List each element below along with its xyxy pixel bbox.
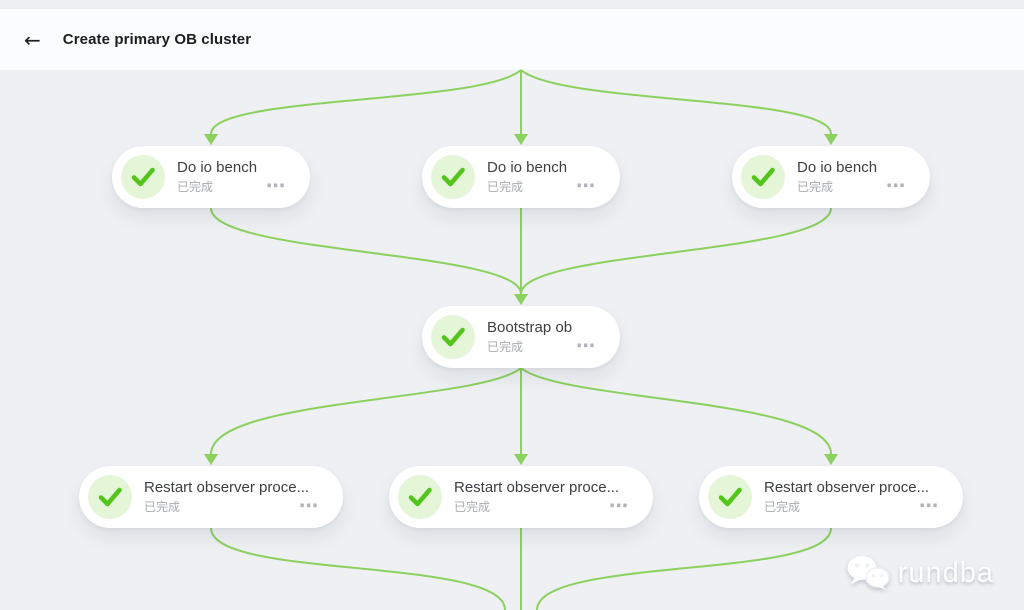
success-check-icon [431,155,475,199]
task-title: Do io bench [487,159,568,176]
more-options-icon[interactable]: ⋯ [266,175,286,197]
edge [210,69,522,135]
edge [210,207,522,295]
task-title: Restart observer proce... [454,479,620,496]
task-title: Restart observer proce... [144,479,310,496]
task-node-do-io-bench-2[interactable]: Do io bench 已完成 ⋯ [422,146,620,208]
task-graph-canvas[interactable]: Do io bench 已完成 ⋯ Do io bench 已完成 ⋯ Do i… [0,69,1024,610]
task-title: Do io bench [177,159,258,176]
more-options-icon[interactable]: ⋯ [886,175,906,197]
arrowhead [204,134,218,145]
arrowhead [824,454,838,465]
task-node-restart-observer-3[interactable]: Restart observer proce... 已完成 ⋯ [699,466,963,528]
task-status: 已完成 [454,500,491,514]
arrowhead [514,134,528,145]
task-status: 已完成 [144,500,181,514]
task-status: 已完成 [487,180,524,194]
page-title: Create primary OB cluster [62,31,252,48]
edge [520,367,832,455]
more-options-icon[interactable]: ⋯ [576,335,596,357]
more-options-icon[interactable]: ⋯ [609,495,629,517]
more-options-icon[interactable]: ⋯ [299,495,319,517]
back-button[interactable]: ← [16,26,49,54]
task-status: 已完成 [764,500,801,514]
arrowhead [824,134,838,145]
success-check-icon [121,155,165,199]
task-title: Bootstrap ob [487,319,573,336]
arrowhead [514,294,528,305]
edge [210,367,522,455]
task-title: Restart observer proce... [764,479,930,496]
edge [520,69,832,135]
more-options-icon[interactable]: ⋯ [576,175,596,197]
success-check-icon [88,475,132,519]
task-node-restart-observer-1[interactable]: Restart observer proce... 已完成 ⋯ [79,466,343,528]
success-check-icon [431,315,475,359]
success-check-icon [708,475,752,519]
success-check-icon [398,475,442,519]
arrowhead [514,454,528,465]
task-node-do-io-bench-1[interactable]: Do io bench 已完成 ⋯ [112,146,310,208]
task-node-bootstrap-ob[interactable]: Bootstrap ob 已完成 ⋯ [422,306,620,368]
more-options-icon[interactable]: ⋯ [919,495,939,517]
success-check-icon [741,155,785,199]
task-title: Do io bench [797,159,878,176]
task-node-restart-observer-2[interactable]: Restart observer proce... 已完成 ⋯ [389,466,653,528]
arrowhead [204,454,218,465]
page-header: ← Create primary OB cluster [0,8,1024,70]
edge [520,207,832,295]
task-status: 已完成 [797,180,834,194]
task-node-do-io-bench-3[interactable]: Do io bench 已完成 ⋯ [732,146,930,208]
task-status: 已完成 [177,180,214,194]
back-arrow-icon: ← [24,27,41,52]
task-status: 已完成 [487,340,524,354]
edge [210,527,506,610]
edge [536,527,832,610]
